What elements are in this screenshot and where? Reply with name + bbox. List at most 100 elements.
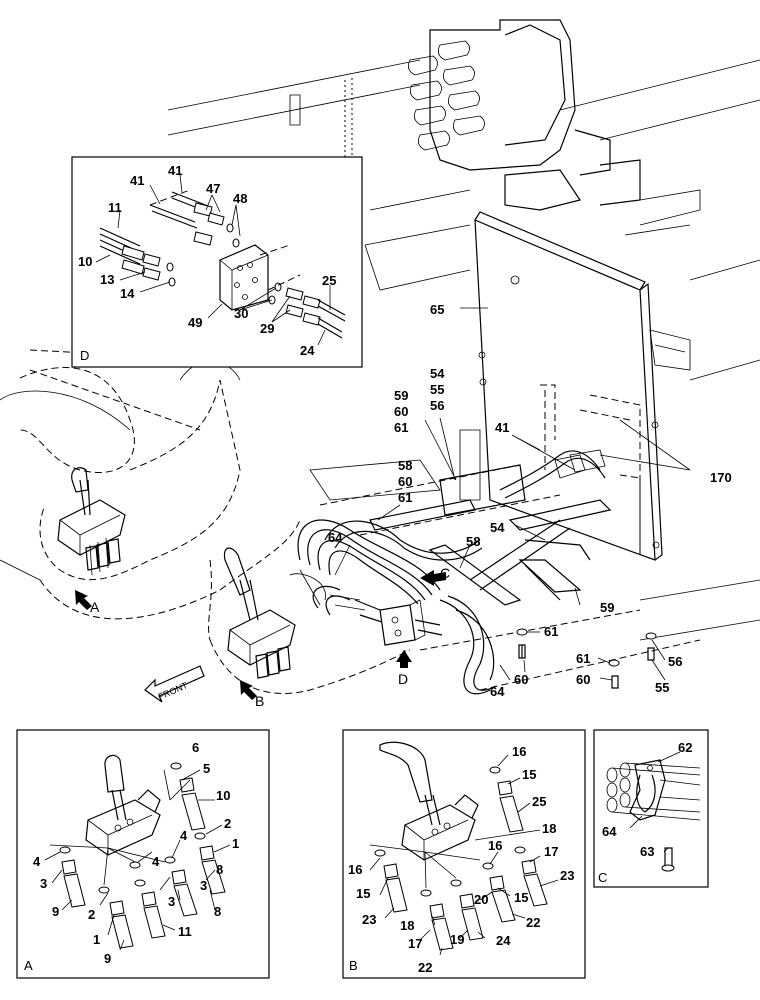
detail-a-title: A xyxy=(24,958,33,973)
b-label-15b: 15 xyxy=(356,886,370,901)
a-label-11: 11 xyxy=(178,924,192,939)
b-label-16b: 16 xyxy=(488,838,502,853)
b-label-15a: 15 xyxy=(522,767,536,782)
label-55-right: 55 xyxy=(655,680,669,695)
b-label-19: 19 xyxy=(450,932,464,947)
d-label-48: 48 xyxy=(233,191,247,206)
a-label-9a: 9 xyxy=(52,904,59,919)
label-65: 65 xyxy=(430,302,444,317)
label-61-bolt: 61 xyxy=(544,624,558,639)
label-61-top: 61 xyxy=(394,420,408,435)
view-marker-labels: A B C D FRONT xyxy=(90,565,450,709)
a-label-3c: 3 xyxy=(168,894,175,909)
b-label-23a: 23 xyxy=(560,868,574,883)
detail-d-title: D xyxy=(80,348,89,363)
detail-d-labels: D 41 41 47 48 11 10 13 14 25 49 30 29 24 xyxy=(78,163,336,363)
view-arrow-c xyxy=(420,570,446,586)
d-label-25: 25 xyxy=(322,273,336,288)
a-label-6: 6 xyxy=(192,740,199,755)
c-label-62: 62 xyxy=(678,740,692,755)
d-label-29: 29 xyxy=(260,321,274,336)
a-label-3a: 3 xyxy=(40,876,47,891)
label-60-top: 60 xyxy=(394,404,408,419)
view-arrow-a xyxy=(75,590,92,610)
label-59-right: 59 xyxy=(600,600,614,615)
hose-bundle xyxy=(289,449,606,695)
view-label-b: B xyxy=(255,693,264,709)
detail-c-labels: C 62 64 63 xyxy=(598,740,692,885)
detail-c-title: C xyxy=(598,870,607,885)
b-label-16a: 16 xyxy=(512,744,526,759)
label-64-left: 64 xyxy=(328,530,343,545)
label-58-left: 58 xyxy=(398,458,412,473)
a-label-10: 10 xyxy=(216,788,230,803)
detail-c-panel xyxy=(593,729,709,888)
label-61-left: 61 xyxy=(398,490,412,505)
junction-block xyxy=(354,599,443,646)
b-label-17a: 17 xyxy=(544,844,558,859)
label-56-right: 56 xyxy=(668,654,682,669)
d-label-41a: 41 xyxy=(130,173,144,188)
label-61-right: 61 xyxy=(576,651,590,666)
front-arrow xyxy=(144,665,205,703)
label-60-left: 60 xyxy=(398,474,412,489)
b-label-22a: 22 xyxy=(526,915,540,930)
view-label-c: C xyxy=(440,565,450,581)
a-label-4a: 4 xyxy=(180,828,188,843)
d-label-13: 13 xyxy=(100,272,114,287)
brackets xyxy=(369,464,612,606)
a-label-9b: 9 xyxy=(104,951,111,966)
view-arrow-d xyxy=(396,650,412,668)
detail-a-labels: A 6 5 10 2 4 1 4 4 3 8 3 9 2 3 8 1 11 9 xyxy=(24,740,239,973)
label-58-mid: 58 xyxy=(466,534,480,549)
detail-b-title: B xyxy=(349,958,358,973)
d-label-10: 10 xyxy=(78,254,92,269)
joystick-left xyxy=(57,467,126,576)
d-label-49: 49 xyxy=(188,315,202,330)
d-label-47: 47 xyxy=(206,181,220,196)
machine-frame-lines xyxy=(167,59,760,381)
a-label-4c: 4 xyxy=(152,854,160,869)
main-leaders xyxy=(334,307,691,681)
c-label-64: 64 xyxy=(602,824,617,839)
a-label-3b: 3 xyxy=(200,878,207,893)
a-label-8a: 8 xyxy=(216,862,223,877)
a-label-2b: 2 xyxy=(88,907,95,922)
label-54-top: 54 xyxy=(430,366,445,381)
a-label-8b: 8 xyxy=(214,904,221,919)
a-label-2a: 2 xyxy=(224,816,231,831)
console-outline xyxy=(19,367,411,694)
d-label-11: 11 xyxy=(108,200,122,215)
b-label-25: 25 xyxy=(532,794,546,809)
d-label-14: 14 xyxy=(120,286,135,301)
b-label-24: 24 xyxy=(496,933,511,948)
b-label-15c: 15 xyxy=(514,890,528,905)
b-label-16c: 16 xyxy=(348,862,362,877)
side-plate xyxy=(459,211,691,561)
label-60-bolt: 60 xyxy=(514,672,528,687)
label-54-mid: 54 xyxy=(490,520,505,535)
joystick-right xyxy=(223,547,296,679)
view-label-a: A xyxy=(90,599,100,615)
control-valve xyxy=(407,19,641,211)
seat-bases xyxy=(0,360,760,641)
d-label-30: 30 xyxy=(234,306,248,321)
b-label-18b: 18 xyxy=(400,918,414,933)
b-label-18a: 18 xyxy=(542,821,556,836)
b-label-17b: 17 xyxy=(408,936,422,951)
detail-d-panel xyxy=(71,156,363,368)
detail-a-panel xyxy=(16,729,270,979)
a-label-5: 5 xyxy=(203,761,210,776)
label-60-right: 60 xyxy=(576,672,590,687)
a-label-1b: 1 xyxy=(93,932,100,947)
b-label-23b: 23 xyxy=(362,912,376,927)
a-label-1a: 1 xyxy=(232,836,239,851)
label-64-bottom: 64 xyxy=(490,684,505,699)
label-56-top: 56 xyxy=(430,398,444,413)
d-label-41b: 41 xyxy=(168,163,182,178)
detail-b-labels: B 16 15 25 18 16 17 16 15 23 15 23 18 20… xyxy=(348,744,574,975)
b-label-22b: 22 xyxy=(418,960,432,975)
b-label-20: 20 xyxy=(474,892,488,907)
hardware-main xyxy=(516,628,657,689)
